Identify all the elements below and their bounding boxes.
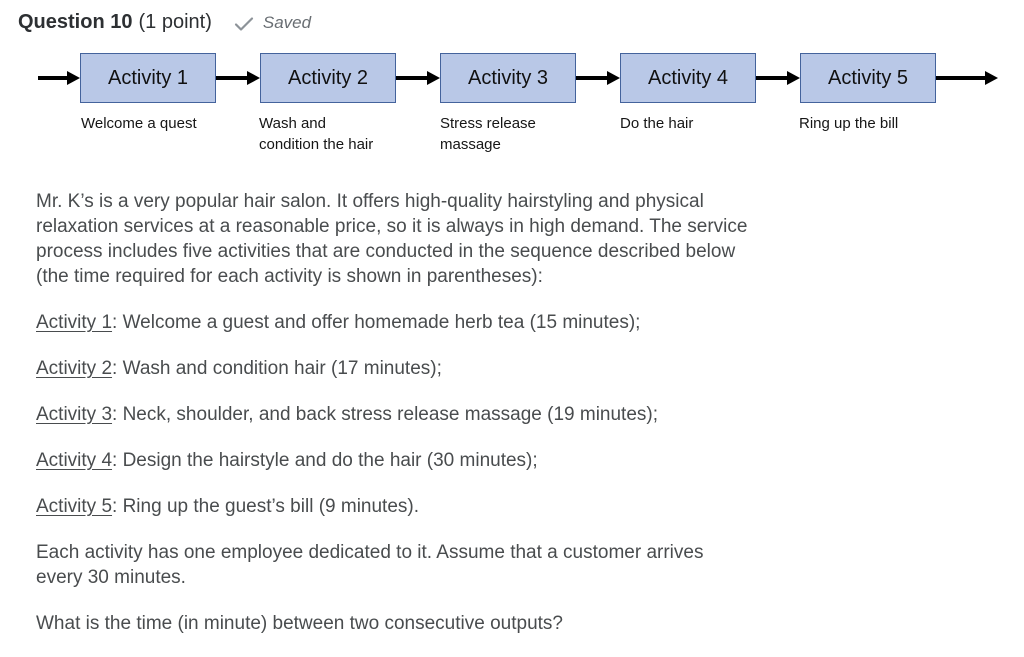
activity-4-label: Activity 4: [36, 450, 113, 471]
question-title: Question 10: [18, 11, 133, 33]
activity-3-text: : Neck, shoulder, and back stress releas…: [112, 404, 659, 425]
activity-4-caption: Do the hair: [620, 115, 694, 132]
activity-1-caption: Welcome a quest: [81, 115, 197, 132]
flow-arrow: [396, 71, 440, 85]
activity-3-line: Activity 3: Neck, shoulder, and back str…: [36, 402, 842, 427]
activity-3-label: Activity 3: [36, 404, 113, 425]
activity-1-line: Activity 1: Welcome a guest and offer ho…: [36, 310, 842, 335]
question-header: Question 10 (1 point) Saved: [18, 11, 311, 34]
activity-1-box: Activity 1: [80, 53, 216, 103]
activity-2-caption: Wash and condition the hair: [259, 115, 374, 153]
activity-5-box: Activity 5: [800, 53, 936, 103]
question-body: Mr. K’s is a very popular hair salon. It…: [36, 189, 842, 657]
activity-4-text: : Design the hairstyle and do the hair (…: [112, 450, 538, 471]
activity-3-box-label: Activity 3: [467, 66, 549, 89]
activity-3-box: Activity 3: [440, 53, 576, 103]
activity-5-text: : Ring up the guest’s bill (9 minutes).: [112, 496, 419, 517]
flow-arrow: [38, 71, 80, 85]
activity-3-caption: Stress release massage: [440, 115, 536, 153]
note-paragraph: Each activity has one employee dedicated…: [36, 542, 704, 588]
save-status: Saved: [234, 13, 311, 33]
activity-4-line: Activity 4: Design the hairstyle and do …: [36, 448, 842, 473]
process-flow-diagram: Activity 1 Activity 2 Activity 3 Activit…: [0, 0, 1024, 170]
intro-paragraph: Mr. K’s is a very popular hair salon. It…: [36, 191, 748, 287]
activity-5-caption: Ring up the bill: [799, 115, 899, 132]
flow-arrow: [936, 71, 998, 85]
activity-4-box: Activity 4: [620, 53, 756, 103]
activity-1-text: : Welcome a guest and offer homemade her…: [112, 312, 641, 333]
activity-5-box-label: Activity 5: [827, 66, 909, 89]
activity-2-label: Activity 2: [36, 358, 113, 379]
activity-5-line: Activity 5: Ring up the guest’s bill (9 …: [36, 494, 842, 519]
activity-1-label: Activity 1: [36, 312, 113, 333]
activity-2-box: Activity 2: [260, 53, 396, 103]
flow-arrow: [756, 71, 800, 85]
activity-4-box-label: Activity 4: [647, 66, 729, 89]
activity-2-text: : Wash and condition hair (17 minutes);: [112, 358, 442, 379]
saved-status-label: Saved: [262, 12, 312, 32]
flow-arrow: [576, 71, 620, 85]
question-prompt: What is the time (in minute) between two…: [36, 613, 563, 634]
activity-2-line: Activity 2: Wash and condition hair (17 …: [36, 356, 842, 381]
flow-arrow: [216, 71, 260, 85]
activity-1-box-label: Activity 1: [107, 66, 189, 89]
checkmark-icon: [234, 15, 254, 31]
activity-5-label: Activity 5: [36, 496, 113, 517]
question-points: (1 point): [138, 11, 212, 33]
activity-2-box-label: Activity 2: [287, 66, 369, 89]
